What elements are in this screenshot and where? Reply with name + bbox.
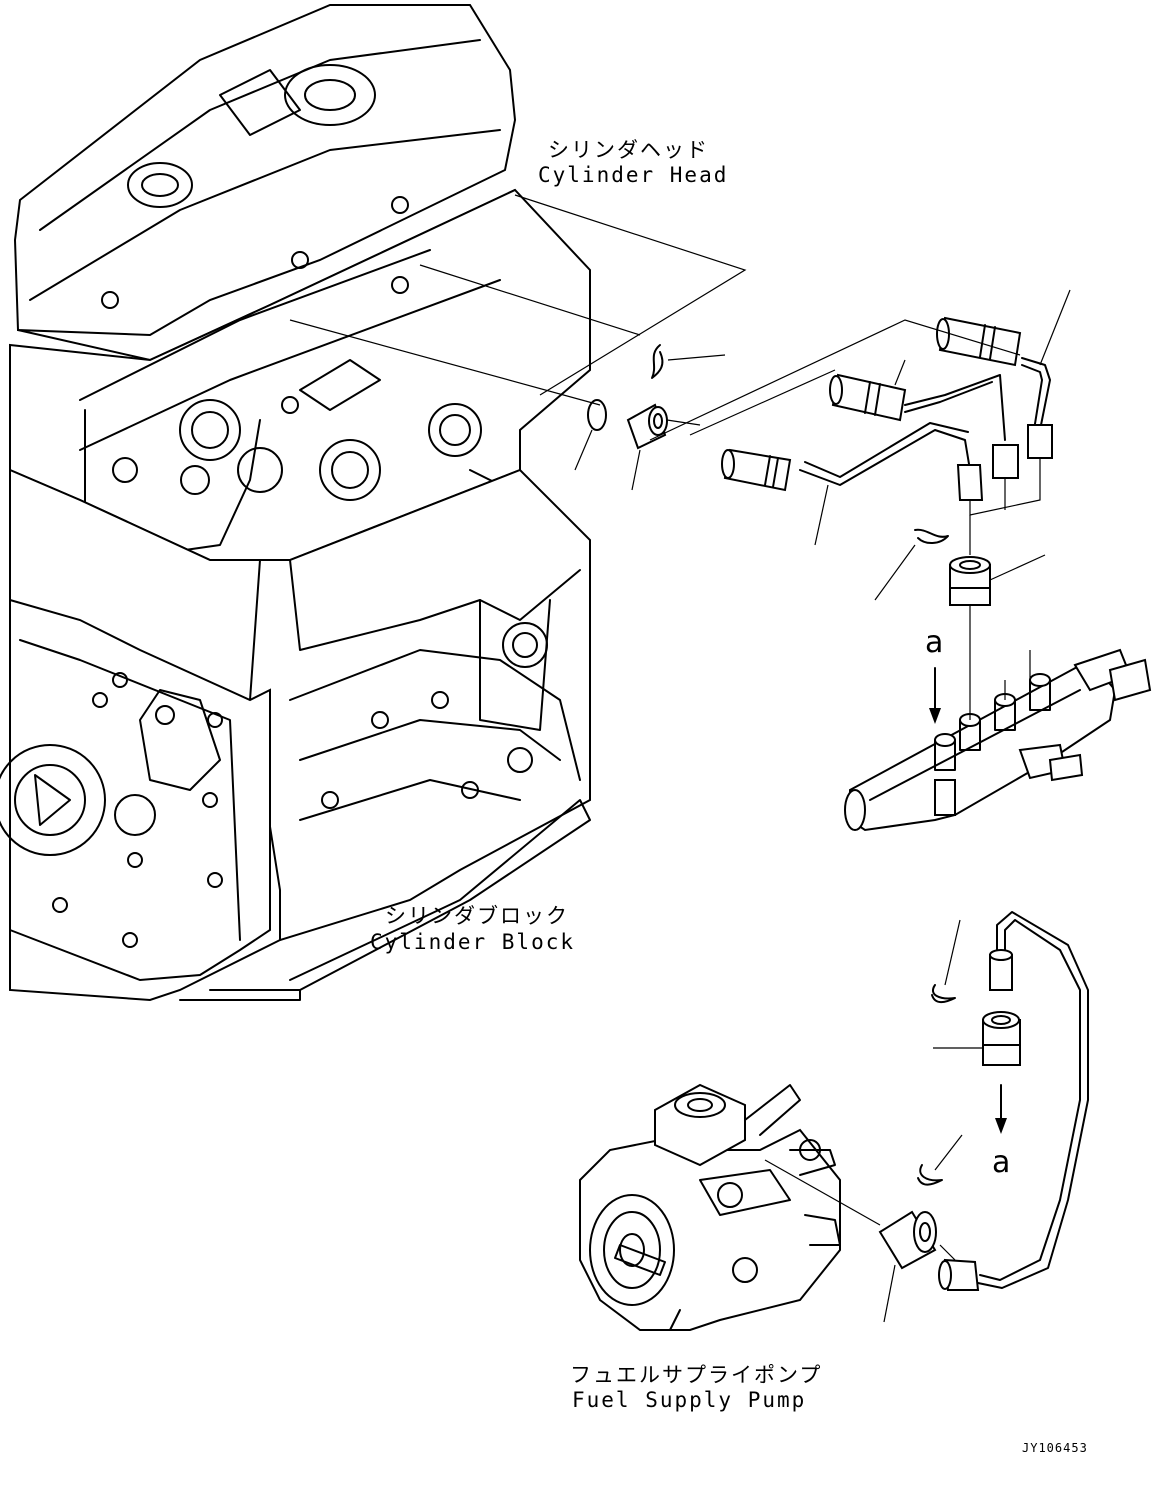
view-arrow-upper [929, 667, 941, 724]
clip-part-lower-top [931, 919, 961, 1004]
fuel-pump-label-jp: フュエルサプライポンプ [570, 1363, 823, 1387]
cylinder-head-label-en: Cylinder Head [538, 163, 729, 187]
clip-part-middle [874, 528, 949, 601]
front-gear-cover [0, 598, 271, 982]
view-mark-a-lower: a [992, 1145, 1011, 1180]
drawing-code: JY106453 [1022, 1441, 1088, 1455]
cylinder-head-label-jp: シリンダヘッド [548, 138, 709, 162]
fuel-supply-pump [579, 1083, 881, 1331]
cylinder-head-body [9, 188, 591, 561]
sleeve-nut-lower-bottom [878, 1210, 956, 1323]
sleeve-nut-middle [949, 554, 1046, 690]
fuel-pump-label-en: Fuel Supply Pump [572, 1388, 807, 1412]
view-arrow-lower [995, 1084, 1007, 1134]
sleeve-nut-lower-top [933, 1011, 1021, 1066]
clip-part-upper [651, 344, 726, 379]
o-ring-part [574, 399, 607, 471]
clip-part-lower-bottom [917, 1134, 963, 1186]
cylinder-block-label-jp: シリンダブロック [385, 904, 569, 928]
cylinder-head-leaders [289, 194, 747, 406]
common-rail [844, 648, 1152, 832]
sleeve-nut-upper [626, 403, 701, 491]
cylinder-block-label-en: Cylinder Block [370, 930, 576, 954]
fuel-feed-pipe [938, 911, 1089, 1291]
injection-pipe-assembly [649, 289, 1071, 555]
view-mark-a-upper: a [925, 625, 944, 660]
